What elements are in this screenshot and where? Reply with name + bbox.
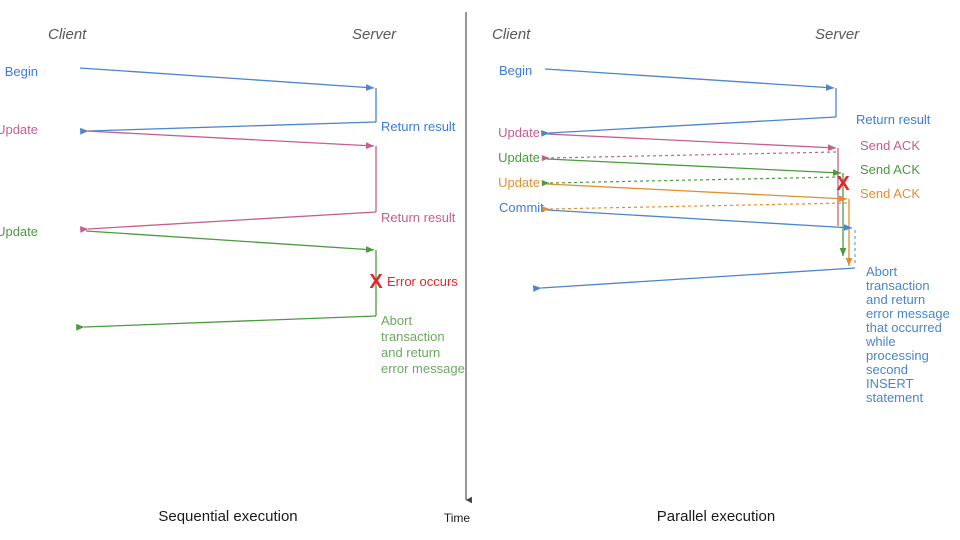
arrow-update2-abort — [76, 315, 377, 331]
error-marker-sequential: X Error occurs — [369, 271, 458, 293]
arrow-update1-request — [85, 130, 375, 149]
arrow-begin-request — [544, 68, 835, 91]
note-line: Abort — [866, 264, 897, 279]
label-update-pink: Update — [498, 125, 540, 140]
label-send-ack-green: Send ACK — [860, 162, 920, 177]
note-line: and return — [381, 345, 440, 360]
label-update-orange: Update — [498, 175, 540, 190]
note-line: error message — [866, 306, 950, 321]
panel-parallel: Client Server Begin Return result Update… — [492, 26, 950, 525]
label-update-2: Update — [0, 224, 38, 239]
time-axis: Time — [444, 12, 472, 525]
note-line: second — [866, 362, 908, 377]
arrow-begin-response — [541, 116, 837, 137]
lane-title-server: Server — [815, 26, 860, 43]
label-error-occurs: Error occurs — [387, 274, 458, 289]
label-commit: Commit — [499, 200, 544, 215]
message-update-green: Update Send ACK — [498, 150, 920, 257]
lane-title-client: Client — [492, 26, 531, 43]
lane-title-client: Client — [48, 26, 87, 43]
label-update-green: Update — [498, 150, 540, 165]
label-begin: Begin — [5, 64, 38, 79]
arrow-update2-request — [85, 230, 375, 253]
message-begin: Begin Return result — [499, 63, 931, 137]
arrow-update-orange-request — [546, 183, 848, 202]
arrow-begin-request — [79, 67, 375, 91]
note-line: statement — [866, 390, 923, 405]
arrow-commit-request — [546, 209, 853, 231]
note-line: Abort — [381, 313, 412, 328]
lane-title-server: Server — [352, 26, 397, 43]
note-line: processing — [866, 348, 929, 363]
error-x-icon: X — [369, 271, 383, 293]
caption-sequential: Sequential execution — [158, 508, 297, 525]
arrow-begin-response — [80, 121, 377, 135]
message-update-2: Update — [0, 224, 377, 331]
panel-sequential: Client Server Begin Return result Update… — [0, 26, 465, 525]
note-line: INSERT — [866, 376, 913, 391]
arrow-update-pink-request — [546, 133, 837, 151]
arrow-update1-response — [80, 211, 377, 233]
note-line: and return — [866, 292, 925, 307]
note-line: while — [865, 334, 896, 349]
label-send-ack-pink: Send ACK — [860, 138, 920, 153]
arrow-commit-abort-response — [533, 267, 856, 292]
arrow-ack-green — [541, 176, 842, 187]
caption-parallel: Parallel execution — [657, 508, 775, 525]
arrow-ack-pink — [541, 151, 837, 162]
label-return-result-1: Return result — [381, 119, 456, 134]
time-axis-label: Time — [444, 511, 471, 525]
message-update-pink: Update Send ACK — [498, 125, 920, 226]
label-update-1: Update — [0, 122, 38, 137]
message-update-1: Update Return result — [0, 122, 456, 233]
message-commit: Commit — [499, 200, 856, 292]
label-return-result-2: Return result — [381, 210, 456, 225]
label-begin: Begin — [499, 63, 532, 78]
note-abort-parallel: Abort transaction and return error messa… — [865, 264, 950, 405]
label-send-ack-orange: Send ACK — [860, 186, 920, 201]
label-return-result: Return result — [856, 112, 931, 127]
note-line: transaction — [866, 278, 930, 293]
message-update-orange: Update Send ACK — [498, 175, 920, 267]
arrow-update-green-request — [546, 158, 842, 176]
error-marker-parallel: X — [836, 173, 850, 195]
note-line: transaction — [381, 329, 445, 344]
arrow-ack-orange — [541, 202, 848, 213]
note-line: error message — [381, 361, 465, 376]
note-abort-sequential: Abort transaction and return error messa… — [381, 313, 465, 376]
message-begin: Begin Return result — [5, 64, 456, 135]
error-x-icon: X — [836, 173, 850, 195]
note-line: that occurred — [866, 320, 942, 335]
